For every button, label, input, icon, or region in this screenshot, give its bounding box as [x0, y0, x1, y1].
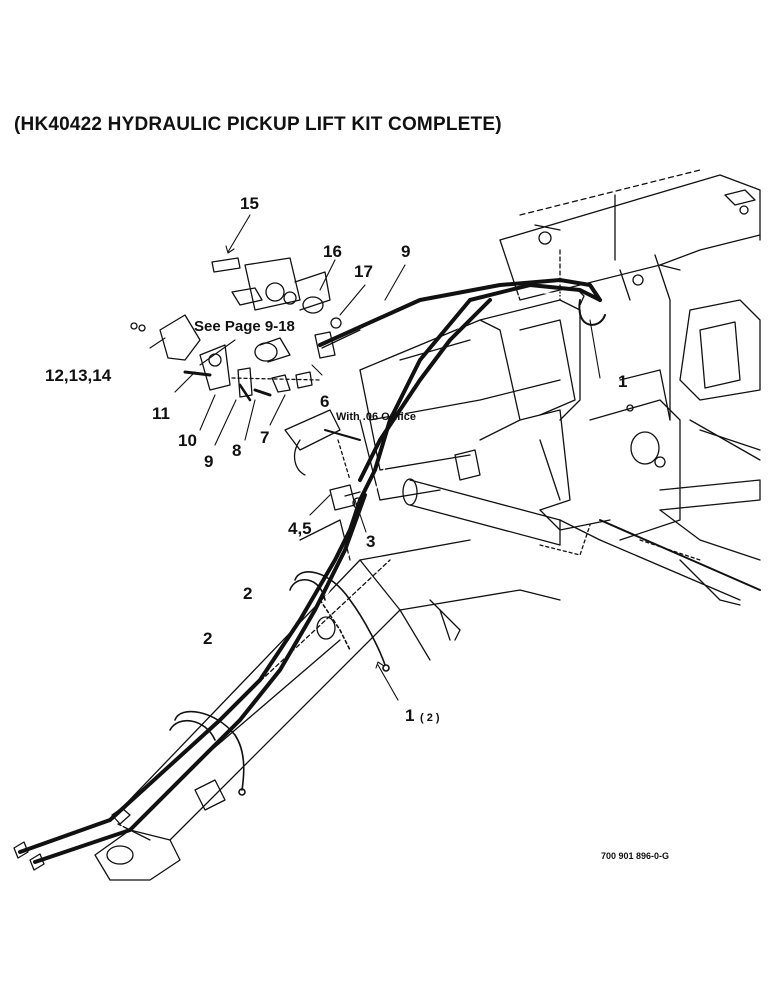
- callout-17: 17: [354, 262, 373, 281]
- callout-10: 10: [178, 431, 197, 450]
- drawing-code: 700 901 896-0-G: [601, 851, 670, 861]
- callout-11: 11: [152, 404, 170, 423]
- callout-6: 6: [320, 392, 330, 411]
- callout-2-left: 2: [203, 629, 213, 648]
- valve-bracket-parts: [130, 257, 361, 402]
- callout-7: 7: [260, 428, 270, 447]
- callout-16: 16: [323, 242, 342, 261]
- leader-lines: [149, 214, 601, 701]
- tongue-drawbar: [94, 519, 561, 881]
- see-page-note: See Page 9-18: [194, 318, 295, 335]
- callout-1-upper: 1: [618, 372, 628, 391]
- callout-9-lower: 9: [204, 452, 214, 471]
- orifice-note: With .06 Orifice: [336, 411, 416, 423]
- callout-1-lower: 1: [405, 706, 415, 725]
- callout-12-13-14: 12,13,14: [45, 366, 112, 385]
- hose-clamps: [169, 571, 390, 796]
- hose-ends: [13, 289, 606, 871]
- diagram-title: (HK40422 HYDRAULIC PICKUP LIFT KIT COMPL…: [14, 114, 502, 135]
- main-frame: [499, 169, 761, 606]
- fittings: [284, 409, 364, 511]
- callout-15: 15: [240, 194, 259, 213]
- callout-4-5: 4,5: [288, 519, 312, 538]
- callout-9-upper: 9: [401, 242, 411, 261]
- callout-1-lower-qty: ( 2 ): [420, 712, 440, 724]
- callout-3: 3: [366, 532, 376, 551]
- hydraulic-hoses: [18, 278, 602, 864]
- callout-2-right: 2: [243, 584, 253, 603]
- callout-8: 8: [232, 441, 242, 460]
